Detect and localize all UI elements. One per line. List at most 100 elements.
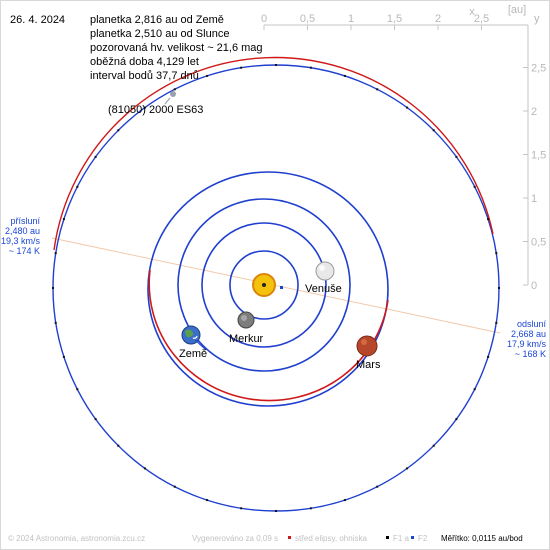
ellipse-focus-marker xyxy=(280,286,283,289)
orbit-point-marker xyxy=(240,66,243,69)
aphelion-line: 17,9 km/s xyxy=(507,339,547,349)
orbit-point-marker xyxy=(498,287,500,289)
x-axis-tick-label: 0 xyxy=(261,13,267,25)
aphelion-line: odsluní xyxy=(517,319,547,329)
scale-label: Měřítko: 0,0115 au/bod xyxy=(441,534,523,543)
orbit-point-marker xyxy=(76,388,79,391)
orbit-point-marker xyxy=(173,485,176,488)
asteroid-dot xyxy=(170,91,176,97)
orbit-point-marker xyxy=(62,218,65,221)
generated-label: Vygenerováno za 0,09 s xyxy=(192,534,278,543)
footer: © 2024 Astronomia, astronomia.zcu.cz Vyg… xyxy=(8,534,523,543)
asteroid-orbit-red xyxy=(53,56,494,251)
orbit-point-marker xyxy=(309,507,312,510)
orbit-point-marker xyxy=(206,499,209,502)
asteroid-name: (81050) 2000 ES63 xyxy=(108,104,203,116)
asteroid-marker xyxy=(164,91,176,105)
orbit-point-marker xyxy=(473,185,476,188)
orbit-point-marker xyxy=(473,388,476,391)
orbit-point-marker xyxy=(143,106,146,109)
orbit-point-marker xyxy=(62,355,65,358)
venus-icon xyxy=(315,261,335,281)
orbit-point-marker xyxy=(94,418,97,421)
orbit-point-marker xyxy=(455,418,458,421)
orbit-point-marker xyxy=(432,129,435,132)
mars-icon xyxy=(356,335,378,357)
y-axis-tick-label: 0 xyxy=(531,280,537,292)
x-axis-tick-label: 0,5 xyxy=(300,13,315,25)
orbit-point-marker xyxy=(432,444,435,447)
perihelion-line: 19,3 km/s xyxy=(1,236,41,246)
orbit-point-marker xyxy=(406,467,409,470)
perihelion-info: přísluní 2,480 au 19,3 km/s ~ 174 K xyxy=(1,216,41,256)
apsis-line xyxy=(51,237,501,334)
orbit-point-marker xyxy=(54,321,57,324)
info-block: planetka 2,816 au od Země planetka 2,510… xyxy=(90,14,263,82)
focus2-legend-marker xyxy=(411,536,414,539)
orbit-point-marker xyxy=(275,510,277,512)
focus2-legend: F2 xyxy=(418,534,428,543)
orbit-point-marker xyxy=(487,218,490,221)
orbit-point-marker xyxy=(343,499,346,502)
copyright-label: © 2024 Astronomia, astronomia.zcu.cz xyxy=(8,534,145,543)
earth-view-line xyxy=(194,339,207,351)
perihelion-line: přísluní xyxy=(10,216,40,226)
orbit-point-marker xyxy=(173,88,176,91)
orbit-point-marker xyxy=(495,252,498,255)
orbit-point-marker xyxy=(94,155,97,158)
asteroid-pointer xyxy=(164,97,171,105)
axis-unit-label: [au] xyxy=(508,4,526,16)
info-line: pozorovaná hv. velikost ~ 21,6 mag xyxy=(90,42,263,54)
orbit-point-marker xyxy=(376,485,379,488)
y-axis-tick-label: 2,5 xyxy=(531,63,546,75)
aphelion-line: 2,668 au xyxy=(511,329,546,339)
info-line: planetka 2,816 au od Země xyxy=(90,14,224,26)
y-axis-tick-label: 2 xyxy=(531,106,537,118)
orbit-point-marker xyxy=(376,88,379,91)
orbit-point-marker xyxy=(406,106,409,109)
focus1-legend-marker xyxy=(386,536,389,539)
x-axis-tick-label: 2,5 xyxy=(474,13,489,25)
orbit-point-marker xyxy=(343,74,346,77)
orbit-point-marker xyxy=(487,355,490,358)
orbit-point-marker xyxy=(76,185,79,188)
mercury-label: Merkur xyxy=(229,333,264,345)
mars-label: Mars xyxy=(356,359,381,371)
orbit-point-marker xyxy=(309,66,312,69)
orbit-point-marker xyxy=(52,287,54,289)
y-axis-tick-label: 1,5 xyxy=(531,150,546,162)
x-axis-tick-label: 2 xyxy=(435,13,441,25)
orbit-point-marker xyxy=(117,129,120,132)
ellipse-center-legend: střed elipsy, ohniska xyxy=(295,534,367,543)
y-axis-label: y xyxy=(534,13,540,25)
orbit-point-marker xyxy=(240,507,243,510)
perihelion-line: ~ 174 K xyxy=(9,246,40,256)
earth-orbit xyxy=(177,198,351,372)
mars-orbit-blue xyxy=(147,171,389,407)
orbit-point-marker xyxy=(495,321,498,324)
y-axis-tick-label: 1 xyxy=(531,193,537,205)
mercury-icon xyxy=(237,311,255,329)
info-line: planetka 2,510 au od Slunce xyxy=(90,28,229,40)
info-line: oběžná doba 4,129 let xyxy=(90,56,199,68)
orbit-point-marker xyxy=(54,252,57,255)
orbit-point-marker xyxy=(275,64,277,66)
info-line: interval bodů 37,7 dnů xyxy=(90,70,199,82)
orbit-point-marker xyxy=(206,74,209,77)
venus-orbit xyxy=(201,222,327,348)
focus1-legend: F1 a xyxy=(393,534,410,543)
orbit-point-marker xyxy=(117,444,120,447)
orbit-point-marker xyxy=(455,155,458,158)
earth-label: Země xyxy=(179,348,207,360)
aphelion-line: ~ 168 K xyxy=(515,349,546,359)
aphelion-info: odsluní 2,668 au 17,9 km/s ~ 168 K xyxy=(507,319,547,359)
earth-icon xyxy=(181,325,201,345)
x-axis-tick-label: 1 xyxy=(348,13,354,25)
x-axis-label: x xyxy=(469,6,475,18)
asteroid-orbit-blue xyxy=(52,64,500,512)
y-axis-tick-label: 0,5 xyxy=(531,237,546,249)
